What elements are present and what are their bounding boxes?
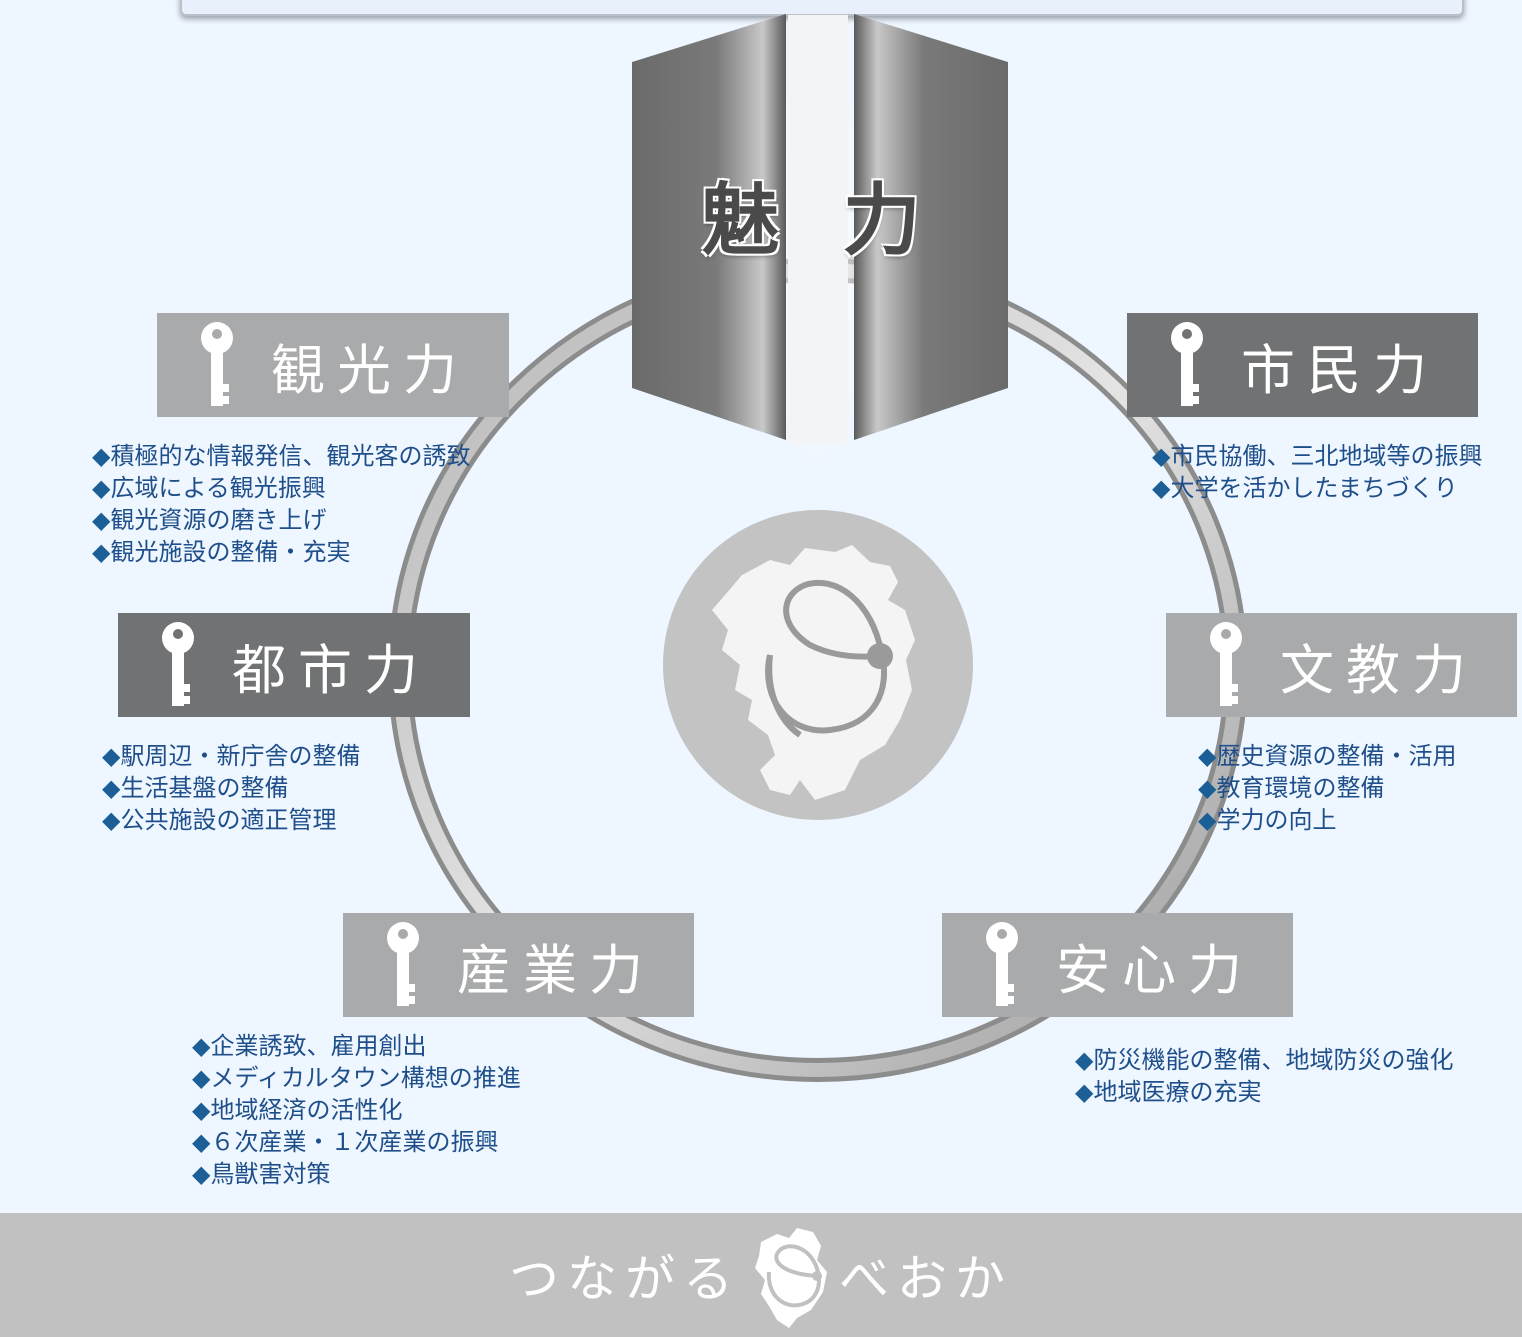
list-item: 大学を活かしたまちづくり bbox=[1152, 472, 1482, 504]
door-right bbox=[854, 14, 1008, 440]
list-item: 防災機能の整備、地域防災の強化 bbox=[1075, 1044, 1453, 1076]
list-item: 駅周辺・新庁舎の整備 bbox=[102, 740, 360, 772]
pillar-shimin-items: 市民協働、三北地域等の振興 大学を活かしたまちづくり bbox=[1152, 440, 1482, 504]
pillar-label: 市民力 bbox=[1241, 338, 1439, 402]
list-item: 企業誘致、雇用創出 bbox=[192, 1030, 521, 1062]
pillar-kanko: 観光力 bbox=[157, 313, 509, 417]
logo-loop bbox=[765, 579, 888, 738]
key-icon bbox=[1171, 322, 1203, 406]
pillar-label: 文教力 bbox=[1280, 638, 1478, 702]
list-item: 学力の向上 bbox=[1198, 804, 1456, 836]
key-icon bbox=[387, 922, 419, 1006]
list-item: メディカルタウン構想の推進 bbox=[192, 1062, 520, 1094]
nobeoka-logo-icon bbox=[755, 1228, 827, 1328]
list-item: 教育環境の整備 bbox=[1198, 772, 1456, 804]
list-item: 地域医療の充実 bbox=[1075, 1076, 1453, 1108]
pillar-sangyo-items: 企業誘致、雇用創出 メディカルタウン構想の推進 地域経済の活性化 ６次産業・１次… bbox=[192, 1030, 521, 1190]
list-item: 生活基盤の整備 bbox=[102, 772, 360, 804]
footer-text-before: つながる bbox=[509, 1250, 741, 1308]
list-item: 歴史資源の整備・活用 bbox=[1198, 740, 1456, 772]
pillar-sangyo: 産業力 bbox=[343, 913, 694, 1017]
list-item: 観光資源の磨き上げ bbox=[92, 504, 470, 536]
key-icon bbox=[986, 922, 1018, 1006]
list-item: 市民協働、三北地域等の振興 bbox=[1152, 440, 1482, 472]
pillar-toshi: 都市力 bbox=[118, 613, 470, 717]
pillar-label: 観光力 bbox=[271, 338, 469, 402]
key-icon bbox=[201, 322, 233, 406]
center-title: 魅 力 bbox=[701, 176, 939, 266]
pillar-anshin-items: 防災機能の整備、地域防災の強化 地域医療の充実 bbox=[1075, 1044, 1453, 1108]
pillar-label: 都市力 bbox=[232, 638, 430, 702]
pillar-label: 産業力 bbox=[457, 938, 655, 1002]
list-item: 地域経済の活性化 bbox=[192, 1094, 521, 1126]
key-icon bbox=[162, 622, 194, 706]
pillar-kanko-items: 積極的な情報発信、観光客の誘致 広域による観光振興 観光資源の磨き上げ 観光施設… bbox=[92, 440, 470, 568]
list-item: 鳥獣害対策 bbox=[192, 1158, 521, 1190]
list-item: 公共施設の適正管理 bbox=[102, 804, 360, 836]
pillar-label: 安心力 bbox=[1056, 938, 1254, 1002]
door-left bbox=[632, 14, 786, 440]
pillar-shimin: 市民力 bbox=[1127, 313, 1478, 417]
pillar-bunkyo: 文教力 bbox=[1166, 613, 1517, 717]
footer-banner: つながる べおか bbox=[0, 1213, 1522, 1337]
door-light bbox=[788, 15, 848, 445]
pillar-bunkyo-items: 歴史資源の整備・活用 教育環境の整備 学力の向上 bbox=[1198, 740, 1456, 836]
list-item: 観光施設の整備・充実 bbox=[92, 536, 470, 568]
logo-dot bbox=[867, 643, 893, 669]
list-item: ６次産業・１次産業の振興 bbox=[192, 1126, 521, 1158]
footer-text-after: べおか bbox=[839, 1250, 1013, 1308]
key-icon bbox=[1210, 622, 1242, 706]
list-item: 広域による観光振興 bbox=[92, 472, 470, 504]
pillar-toshi-items: 駅周辺・新庁舎の整備 生活基盤の整備 公共施設の適正管理 bbox=[102, 740, 360, 836]
pillar-anshin: 安心力 bbox=[942, 913, 1293, 1017]
list-item: 積極的な情報発信、観光客の誘致 bbox=[92, 440, 470, 472]
